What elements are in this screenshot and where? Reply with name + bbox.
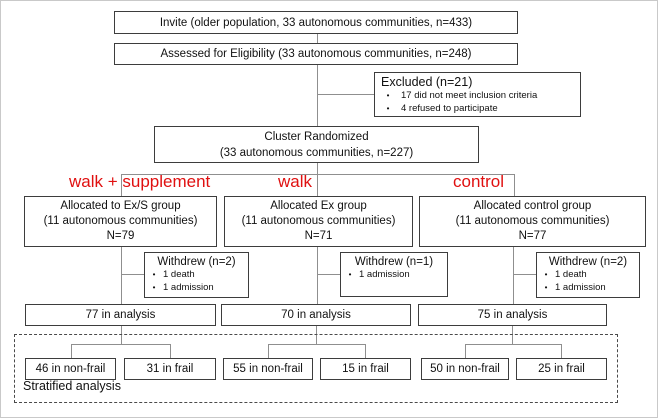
allocated-line2: (11 autonomous communities) xyxy=(455,215,610,227)
connector-line xyxy=(365,344,366,358)
bullet-icon: • xyxy=(386,91,390,100)
bullet-icon: • xyxy=(544,270,548,279)
connector-line xyxy=(317,33,318,44)
allocated-n: N=79 xyxy=(106,230,135,242)
withdrew-title: Withdrew (n=2) xyxy=(157,256,236,268)
withdrew-title: Withdrew (n=2) xyxy=(548,256,628,268)
frail-box-control: 25 in frail xyxy=(516,358,607,380)
non-frail-text: 50 in non-frail xyxy=(430,363,500,375)
analysis-text: 77 in analysis xyxy=(85,309,156,321)
allocated-n: N=77 xyxy=(518,230,547,242)
withdrew-box-control: Withdrew (n=2) • 1 death • 1 admission xyxy=(536,252,640,298)
frail-text: 31 in frail xyxy=(146,363,194,375)
connector-line xyxy=(318,274,340,275)
connector-line xyxy=(317,174,318,196)
withdrew-reason-row: • 1 admission xyxy=(537,282,639,295)
connector-line xyxy=(268,344,269,358)
withdrew-reason-row: • 1 admission xyxy=(145,282,248,295)
allocated-n: N=71 xyxy=(304,230,333,242)
excluded-reason: 17 did not meet inclusion criteria xyxy=(401,90,538,101)
excluded-box: Excluded (n=21) • 17 did not meet inclus… xyxy=(374,72,581,117)
bullet-icon: • xyxy=(348,270,352,279)
withdrew-reason: 1 death xyxy=(163,269,195,280)
connector-line xyxy=(71,344,171,345)
excluded-reason-row: • 4 refused to participate xyxy=(375,103,580,116)
analysis-text: 70 in analysis xyxy=(281,309,351,321)
non-frail-box-ex: 55 in non-frail xyxy=(223,358,313,380)
withdrew-reason-row: • 1 death xyxy=(145,269,248,282)
frail-box-exs: 31 in frail xyxy=(124,358,216,380)
invite-text: Invite (older population, 33 autonomous … xyxy=(159,16,473,29)
connector-line xyxy=(513,247,514,304)
bullet-icon: • xyxy=(152,282,156,292)
withdrew-reason: 1 admission xyxy=(555,281,606,293)
allocated-line1: Allocated to Ex/S group xyxy=(60,200,181,212)
connector-line xyxy=(317,163,318,175)
analysis-box-exs: 77 in analysis xyxy=(25,304,216,326)
withdrew-box-ex: Withdrew (n=1) • 1 admission xyxy=(340,252,448,297)
frail-text: 25 in frail xyxy=(538,363,585,375)
connector-line xyxy=(465,344,562,345)
bullet-icon: • xyxy=(544,282,548,292)
assessed-text: Assessed for Eligibility (33 autonomous … xyxy=(160,48,472,60)
connector-line xyxy=(465,344,466,358)
invite-box: Invite (older population, 33 autonomous … xyxy=(114,11,518,34)
allocated-ex-box: Allocated Ex group (11 autonomous commun… xyxy=(224,196,413,247)
connector-line xyxy=(71,344,72,358)
arm-label-control: control xyxy=(453,172,505,191)
analysis-text: 75 in analysis xyxy=(477,309,548,321)
arm-label-walk-supplement: walk + supplement xyxy=(69,172,211,191)
arm-label-walk: walk xyxy=(278,172,313,191)
withdrew-reason: 1 death xyxy=(555,269,587,280)
withdrew-reason: 1 admission xyxy=(359,269,410,280)
withdrew-title: Withdrew (n=1) xyxy=(354,256,434,268)
allocated-line2: (11 autonomous communities) xyxy=(241,215,396,227)
allocated-control-box: Allocated control group (11 autonomous c… xyxy=(419,196,646,247)
withdrew-reason-row: • 1 admission xyxy=(341,269,447,282)
connector-line xyxy=(317,247,318,304)
connector-line xyxy=(122,274,144,275)
analysis-box-control: 75 in analysis xyxy=(418,304,607,326)
excluded-reason: 4 refused to participate xyxy=(401,102,498,114)
connector-line xyxy=(121,174,515,175)
withdrew-reason: 1 admission xyxy=(163,281,214,293)
excluded-title: Excluded (n=21) xyxy=(381,75,473,89)
allocated-line2: (11 autonomous communities) xyxy=(43,215,198,227)
connector-line xyxy=(514,274,536,275)
connector-line xyxy=(170,344,171,358)
stratified-analysis-label: Stratified analysis xyxy=(23,379,121,393)
bullet-icon: • xyxy=(152,270,156,279)
withdrew-box-exs: Withdrew (n=2) • 1 death • 1 admission xyxy=(144,252,249,298)
withdrew-reason-row: • 1 death xyxy=(537,269,639,282)
frail-box-ex: 15 in frail xyxy=(320,358,411,380)
randomized-line1: Cluster Randomized xyxy=(264,131,369,143)
non-frail-box-exs: 46 in non-frail xyxy=(25,358,116,380)
connector-line xyxy=(514,174,515,196)
connector-line xyxy=(121,247,122,304)
connector-line xyxy=(268,344,366,345)
cluster-randomized-box: Cluster Randomized (33 autonomous commun… xyxy=(154,126,479,163)
connector-line xyxy=(561,344,562,358)
connector-line xyxy=(317,94,375,95)
bullet-icon: • xyxy=(386,103,390,113)
non-frail-text: 46 in non-frail xyxy=(35,363,106,375)
non-frail-box-control: 50 in non-frail xyxy=(421,358,509,380)
allocated-exs-box: Allocated to Ex/S group (11 autonomous c… xyxy=(24,196,217,247)
frail-text: 15 in frail xyxy=(342,363,389,375)
excluded-reason-row: • 17 did not meet inclusion criteria xyxy=(375,90,580,103)
connector-line xyxy=(317,64,318,126)
analysis-box-ex: 70 in analysis xyxy=(221,304,411,326)
connector-line xyxy=(121,174,122,196)
randomized-line2: (33 autonomous communities, n=227) xyxy=(219,147,414,159)
non-frail-text: 55 in non-frail xyxy=(233,363,303,375)
stratified-analysis-region xyxy=(14,334,618,403)
allocated-line1: Allocated control group xyxy=(473,200,592,212)
allocated-line1: Allocated Ex group xyxy=(270,200,367,212)
assessed-eligibility-box: Assessed for Eligibility (33 autonomous … xyxy=(114,43,518,65)
